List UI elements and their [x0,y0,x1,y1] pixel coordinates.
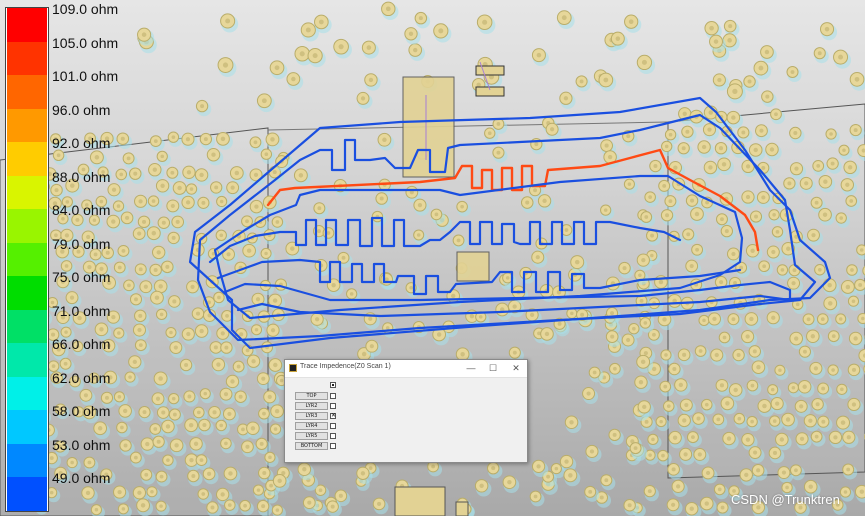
trace-routing [188,96,832,350]
legend-swatch [7,477,47,512]
select-all-checkbox[interactable] [330,382,336,388]
minimize-icon[interactable]: — [466,363,476,373]
component-pad-bottom-small [455,501,469,516]
legend-swatch [7,209,47,244]
color-scale-bar [5,7,49,512]
legend-swatch [7,343,47,378]
trace-meander-lower [216,258,742,296]
layer-button-top[interactable]: TOP [295,392,328,400]
legend-swatch [7,175,47,210]
via [857,144,865,157]
legend-label: 105.0 ohm [52,34,119,51]
legend-swatch [7,443,47,478]
component-pad-center [456,251,490,282]
legend-label: 49.0 ohm [52,470,111,487]
trace-loop-2 [196,113,817,342]
probe-line-2 [479,61,491,91]
legend-swatch [7,142,47,177]
legend-label: 92.0 ohm [52,135,111,152]
legend-swatch [7,8,47,42]
legend-swatch [7,108,47,143]
dialog-titlebar[interactable]: Trace Impedence(Z0 Scan 1) — ☐ ✕ [285,360,527,378]
layer-button-lyr3[interactable]: LYR3 [295,412,328,420]
layer-checkbox-top[interactable] [330,393,336,399]
legend-label: 101.0 ohm [52,68,119,85]
legend-label: 75.0 ohm [52,269,111,286]
layer-checkbox-lyr2[interactable] [330,403,336,409]
app-icon [289,364,297,372]
component-pad-bottom [394,486,446,516]
layer-button-bottom[interactable]: BOTTOM [295,442,328,450]
smd-pad-1 [475,65,505,76]
layer-button-lyr2[interactable]: LYR2 [295,402,328,410]
legend-label: 79.0 ohm [52,235,111,252]
legend-label: 96.0 ohm [52,101,111,118]
board-edge-back [267,121,669,131]
layer-checkbox-lyr5[interactable] [330,433,336,439]
legend-label: 53.0 ohm [52,436,111,453]
legend-swatch [7,41,47,76]
dialog-title: Trace Impedence(Z0 Scan 1) [300,363,391,370]
legend-swatch [7,242,47,277]
legend-label: 109.0 ohm [52,1,119,17]
legend-label: 71.0 ohm [52,302,111,319]
trace-high-z-segment [266,148,760,252]
trace-meander-middle [208,216,682,264]
layer-button-lyr5[interactable]: LYR5 [295,432,328,440]
via [858,348,865,363]
watermark-text: CSDN @Trunktren [731,492,840,507]
layer-button-lyr4[interactable]: LYR4 [295,422,328,430]
legend-label: 66.0 ohm [52,336,111,353]
trace-inner-bottom [223,280,792,302]
legend-label: 62.0 ohm [52,369,111,386]
legend-label: 88.0 ohm [52,168,111,185]
legend-label: 84.0 ohm [52,202,111,219]
maximize-icon[interactable]: ☐ [488,363,498,373]
legend-swatch [7,75,47,110]
layer-checkbox-bottom[interactable] [330,443,336,449]
smd-pad-2 [475,86,505,97]
impedance-legend: 109.0 ohm 105.0 ohm 101.0 ohm 96.0 ohm 92.0 … [0,0,130,516]
trace-loop-3 [213,174,744,320]
trace-inner-bottom-2 [236,294,792,318]
layer-checkbox-lyr4[interactable] [330,423,336,429]
pads [394,61,505,516]
via [862,265,865,276]
layer-checkbox-lyr3[interactable]: ✕ [330,412,337,419]
legend-swatch [7,309,47,344]
legend-swatch [7,410,47,445]
legend-swatch [7,276,47,311]
legend-swatch [7,376,47,411]
close-icon[interactable]: ✕ [512,363,520,373]
legend-label: 58.0 ohm [52,403,111,420]
trace-impedance-dialog[interactable]: Trace Impedence(Z0 Scan 1) — ☐ ✕ TOP LYR2… [284,359,528,463]
